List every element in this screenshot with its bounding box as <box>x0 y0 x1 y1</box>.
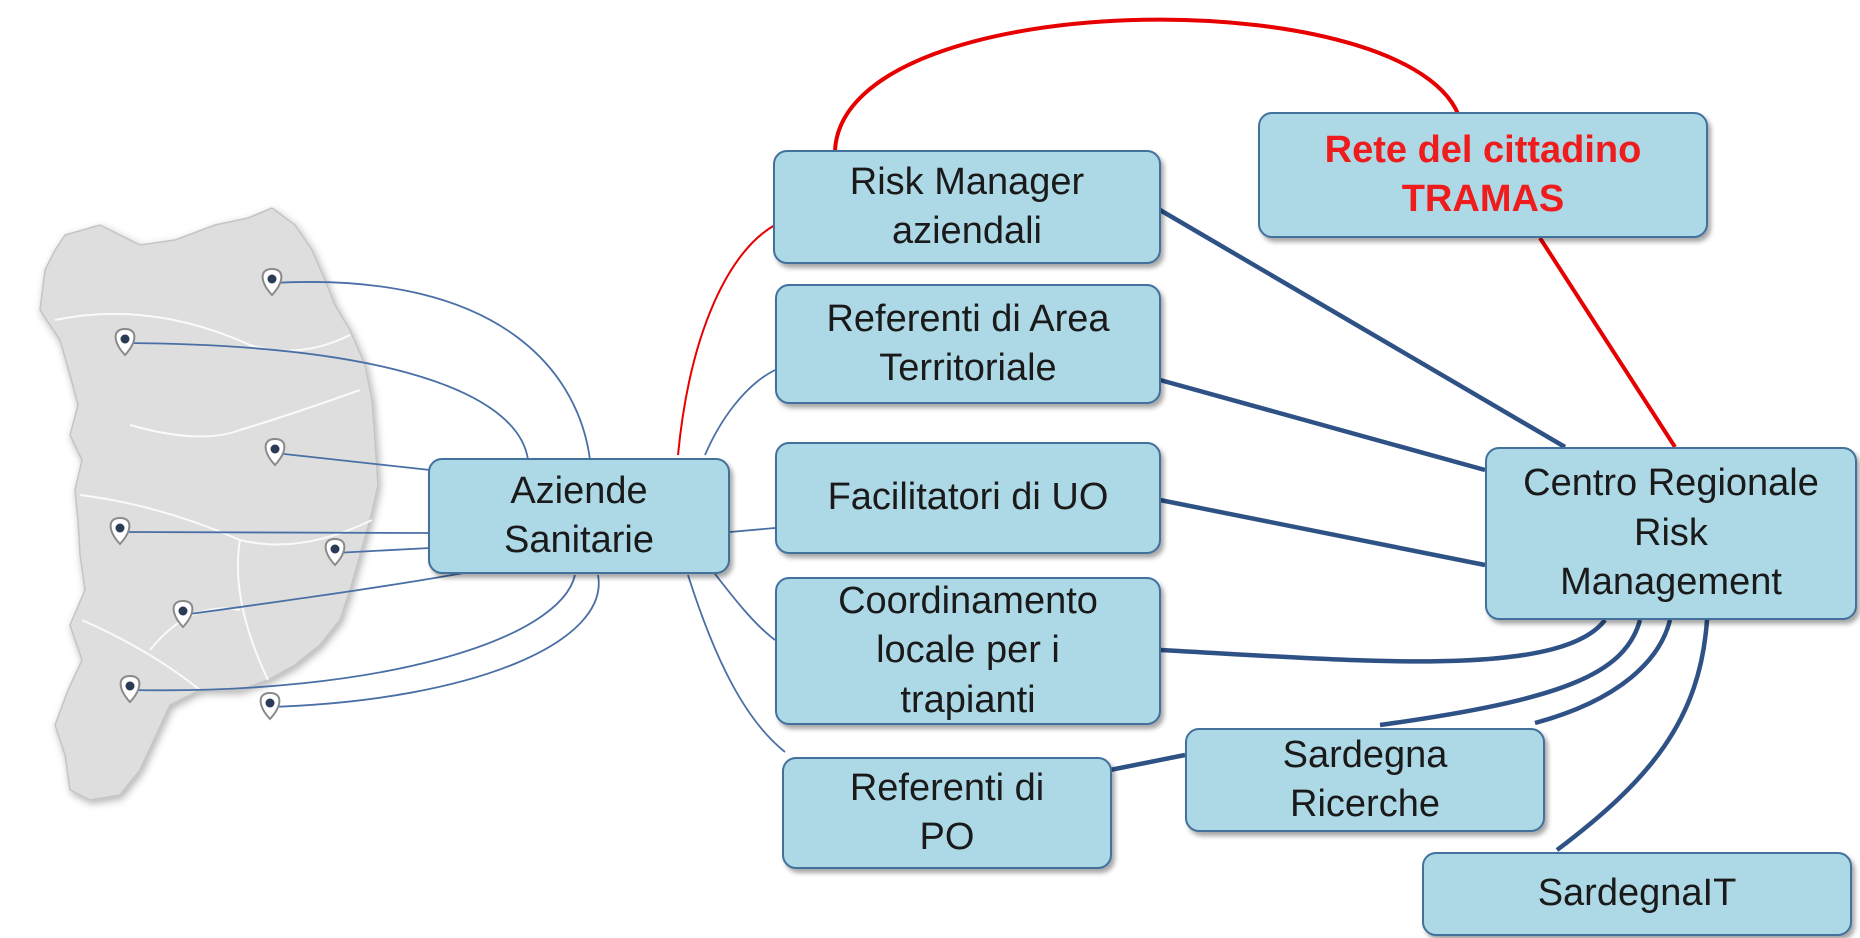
map-pin-icon <box>259 691 281 721</box>
node-facilitatori: Facilitatori di UO <box>775 442 1161 554</box>
red-arc-connector <box>833 17 1464 151</box>
map-pin-icon <box>119 674 141 704</box>
node-referenti-area: Referenti di Area Territoriale <box>775 284 1161 404</box>
map-pin-icon <box>264 437 286 467</box>
node-risk-manager: Risk Manager aziendali <box>773 150 1161 264</box>
node-coordinamento: Coordinamento locale per i trapianti <box>775 577 1161 725</box>
node-rete-cittadino: Rete del cittadino TRAMAS <box>1258 112 1708 238</box>
node-sardegna-ricerche: Sardegna Ricerche <box>1185 728 1545 832</box>
node-sardegna-it: SardegnaIT <box>1422 852 1852 936</box>
map-pins <box>109 267 346 721</box>
map-pin-icon <box>114 327 136 357</box>
map-pin-icon <box>324 537 346 567</box>
sardinia-map <box>39 207 379 801</box>
pin-connectors <box>119 281 600 708</box>
map-pin-icon <box>261 267 283 297</box>
map-pin-icon <box>109 516 131 546</box>
red-connector-thick <box>1538 236 1677 449</box>
red-connector-thin <box>677 224 776 456</box>
node-referenti-po: Referenti di PO <box>782 757 1112 869</box>
map-pin-icon <box>172 599 194 629</box>
node-centro-regionale: Centro Regionale Risk Management <box>1485 447 1857 620</box>
node-aziende-sanitarie: Aziende Sanitarie <box>428 458 730 574</box>
centro-connectors <box>1109 208 1710 852</box>
aziende-connectors <box>687 369 786 753</box>
